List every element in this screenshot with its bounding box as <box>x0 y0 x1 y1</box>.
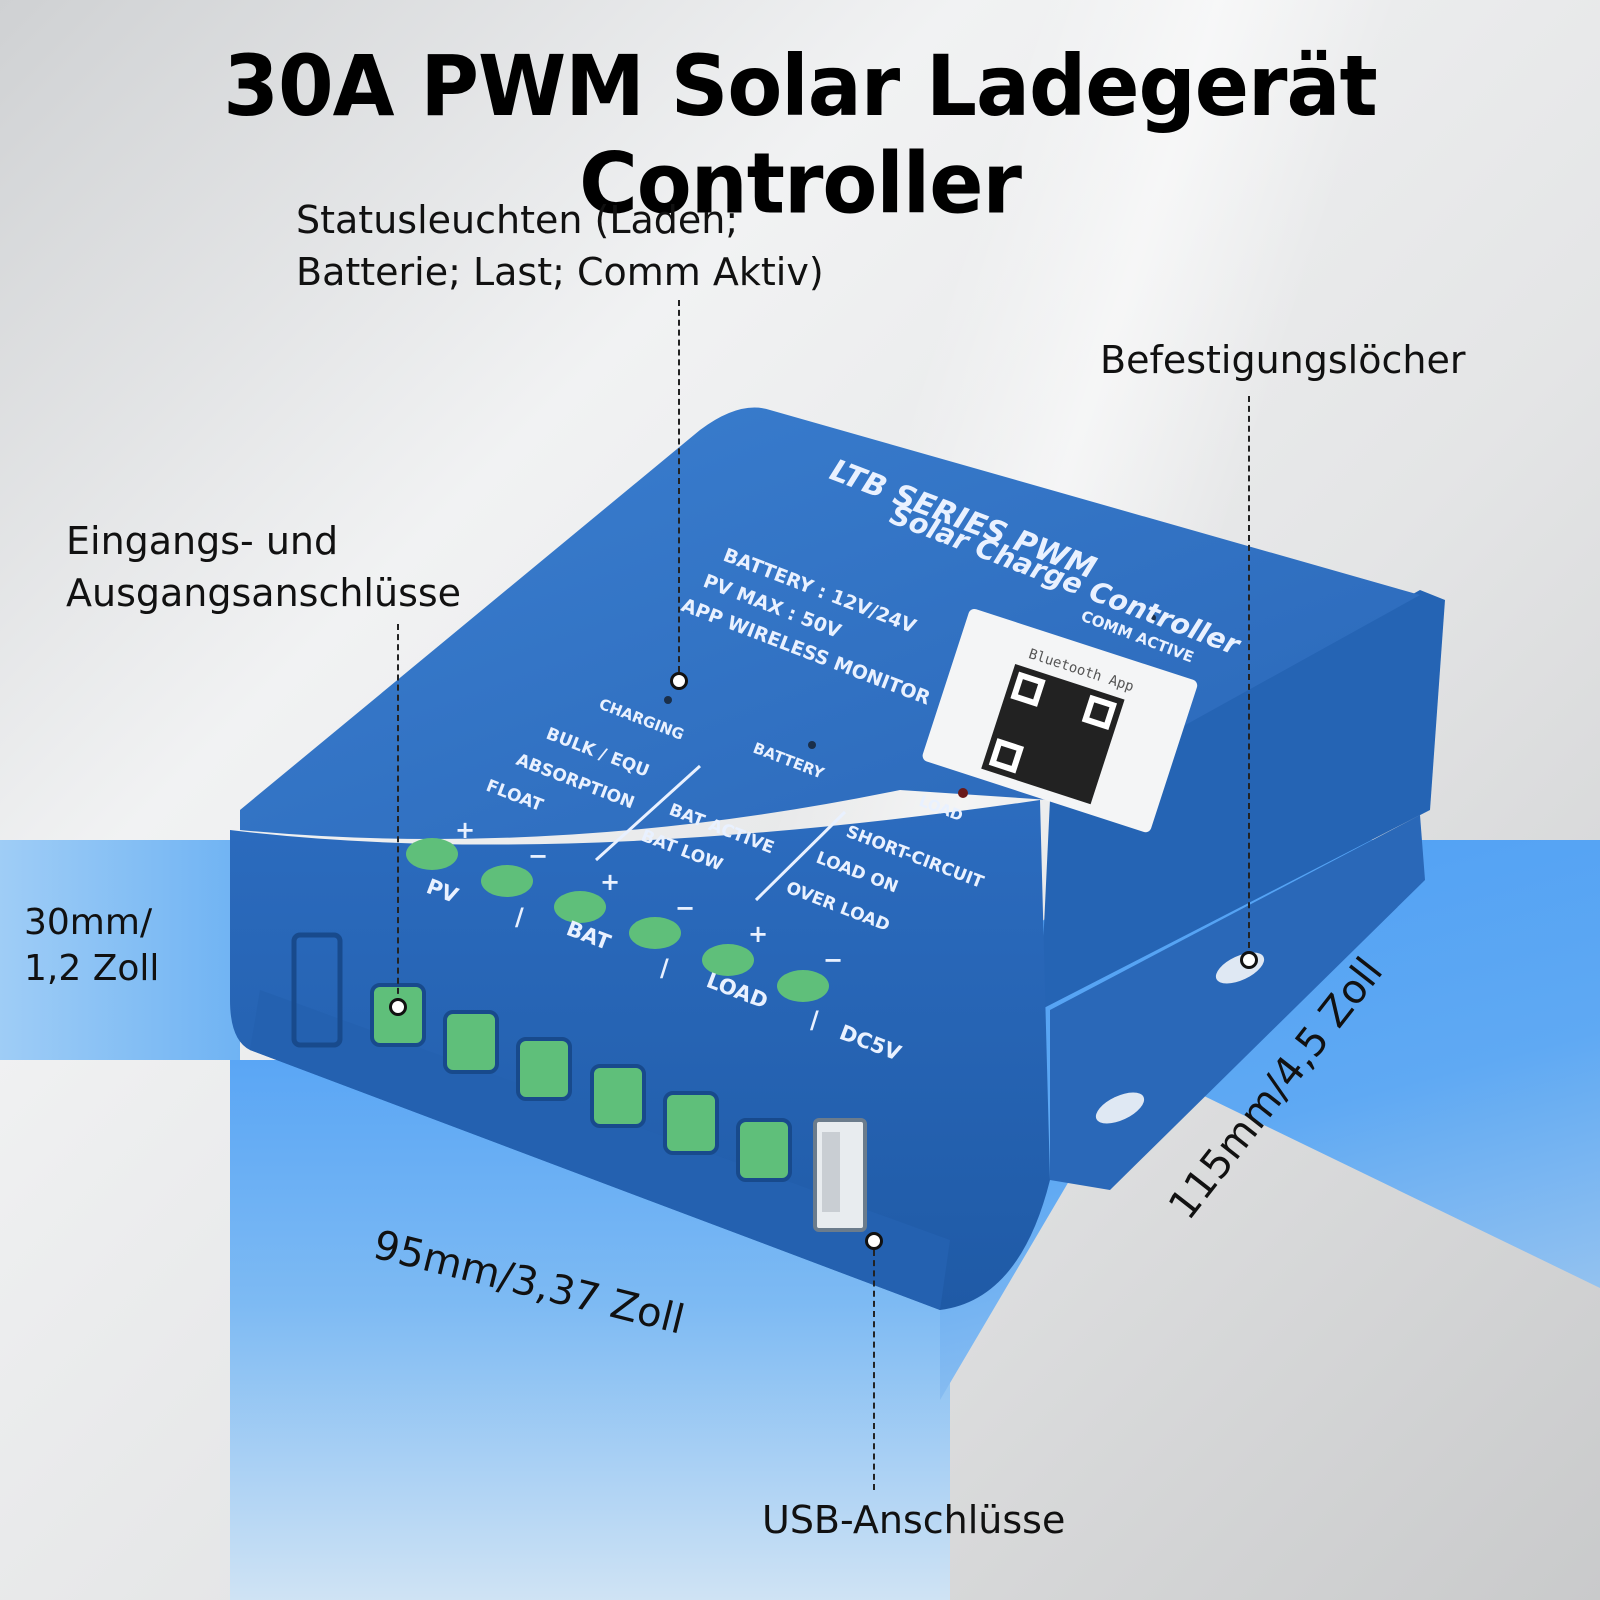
page-title: 30A PWM Solar Ladegerät Controller <box>223 37 1377 233</box>
terminal-opening <box>736 1118 792 1182</box>
terminal-sign: + <box>455 816 475 844</box>
terminal-separator: / <box>660 954 669 982</box>
terminal-screw <box>554 891 606 923</box>
terminal-opening <box>590 1064 646 1128</box>
terminal-sign: − <box>528 842 548 870</box>
callout-terminals-line2: Ausgangsanschlüsse <box>66 571 462 615</box>
terminal-opening <box>443 1010 499 1074</box>
callout-terminals: Eingangs- und Ausgangsanschlüsse <box>66 515 461 619</box>
terminal-separator: / <box>810 1006 819 1034</box>
terminal-sign: − <box>675 894 695 922</box>
divider-charging-battery <box>594 764 702 862</box>
terminal-screw <box>777 970 829 1002</box>
led-battery <box>808 741 816 749</box>
led-comm-active <box>1148 614 1156 622</box>
dimension-height: 30mm/ 1,2 Zoll <box>24 900 159 992</box>
callout-mounting-holes: Befestigungslöcher <box>1100 338 1466 382</box>
dimension-height-line2: 1,2 Zoll <box>24 948 160 989</box>
terminal-opening <box>516 1037 572 1101</box>
marker-status-lights <box>670 672 688 690</box>
callout-usb-ports: USB-Anschlüsse <box>762 1498 1066 1542</box>
dimension-height-line1: 30mm/ <box>24 902 153 943</box>
terminal-screw <box>702 944 754 976</box>
usb-port-tongue <box>822 1132 840 1212</box>
blue-band-left <box>0 840 240 1060</box>
terminal-screw <box>481 865 533 897</box>
divider-battery-load <box>754 810 847 902</box>
terminal-opening <box>663 1091 719 1155</box>
terminal-separator: / <box>515 903 524 931</box>
callout-status-lights: Statusleuchten (Laden; Batterie; Last; C… <box>296 194 824 298</box>
callout-status-lights-line2: Batterie; Last; Comm Aktiv) <box>296 250 824 294</box>
terminal-screw <box>406 838 458 870</box>
leader-mounting-holes <box>1248 396 1250 948</box>
qr-code-finder-center <box>1089 702 1110 723</box>
leader-terminals <box>397 624 399 1004</box>
terminal-sign: + <box>748 920 768 948</box>
housing-front-lip <box>250 990 950 1310</box>
qr-code-finder-center <box>1017 679 1039 700</box>
terminal-openings <box>370 983 792 1182</box>
callout-status-lights-line1: Statusleuchten (Laden; <box>296 198 739 242</box>
callout-terminals-line1: Eingangs- und <box>66 519 339 563</box>
qr-code-finder-center <box>996 745 1017 766</box>
terminal-screw <box>629 917 681 949</box>
marker-mounting-holes <box>1240 951 1258 969</box>
marker-terminals <box>389 998 407 1016</box>
leader-status-lights <box>678 300 680 672</box>
led-charging <box>664 696 672 704</box>
terminal-sign: + <box>600 868 620 896</box>
terminal-screws <box>406 838 829 1002</box>
mounting-hole <box>1095 1092 1145 1124</box>
housing-right-side <box>1040 590 1445 1010</box>
terminal-sign: − <box>823 946 843 974</box>
led-load <box>958 788 968 798</box>
leader-usb-ports <box>873 1250 875 1490</box>
mounting-flange <box>1050 815 1425 1190</box>
marker-usb-ports <box>865 1232 883 1250</box>
vent-slot <box>291 932 343 1048</box>
